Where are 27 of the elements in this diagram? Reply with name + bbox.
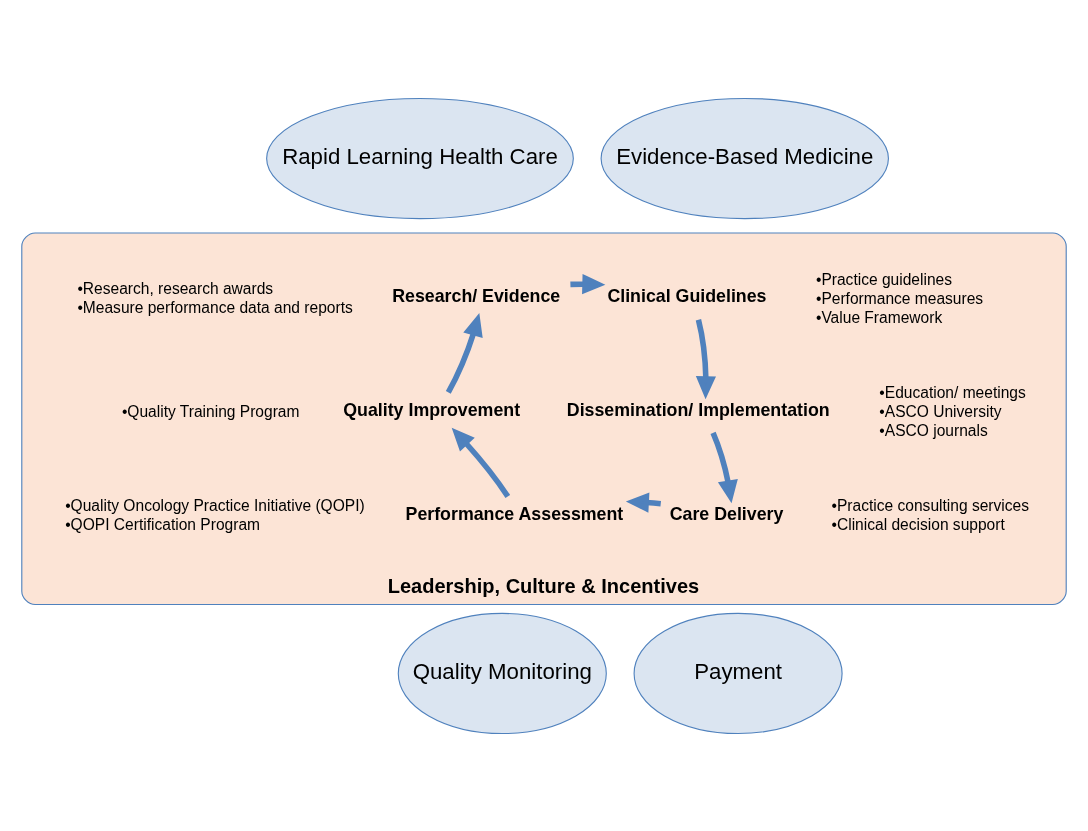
arrow bbox=[451, 427, 511, 498]
node-text: Quality Improvement bbox=[343, 399, 521, 420]
node-label: •Practice guidelines bbox=[815, 270, 953, 288]
node-label: •Clinical decision support bbox=[831, 515, 1005, 533]
arrow bbox=[445, 312, 483, 394]
node-label: •ASCO journals bbox=[879, 421, 988, 439]
node-label: •Measure performance data and reports bbox=[77, 298, 353, 316]
node-ellipse: Rapid Learning Health Care bbox=[266, 97, 574, 219]
node-ellipse: Quality Monitoring bbox=[397, 612, 607, 734]
node-ellipse: Payment bbox=[633, 612, 843, 734]
arrow bbox=[710, 431, 738, 503]
node-label: •Value Framework bbox=[815, 308, 943, 326]
node-text: Research/ Evidence bbox=[392, 285, 561, 306]
node-label: •Education/ meetings bbox=[879, 383, 1026, 401]
node-ellipse: Evidence-Based Medicine bbox=[600, 97, 889, 219]
node-label: •ASCO University bbox=[879, 402, 1002, 420]
node-text: Dissemination/ Implementation bbox=[566, 399, 830, 420]
node-label: •QOPI Certification Program bbox=[65, 515, 261, 533]
node-text: Performance Assessment bbox=[405, 503, 624, 524]
node-label: •Performance measures bbox=[815, 289, 984, 307]
node-label: •Research, research awards bbox=[77, 279, 274, 297]
node-label: •Quality Training Program bbox=[121, 402, 300, 420]
node-label: •Practice consulting services bbox=[831, 496, 1029, 514]
node-text: Clinical Guidelines bbox=[607, 285, 767, 306]
node-text: Care Delivery bbox=[669, 503, 784, 524]
arrow bbox=[695, 318, 716, 399]
node-label: •Quality Oncology Practice Initiative (QOPI) bbox=[65, 496, 365, 514]
